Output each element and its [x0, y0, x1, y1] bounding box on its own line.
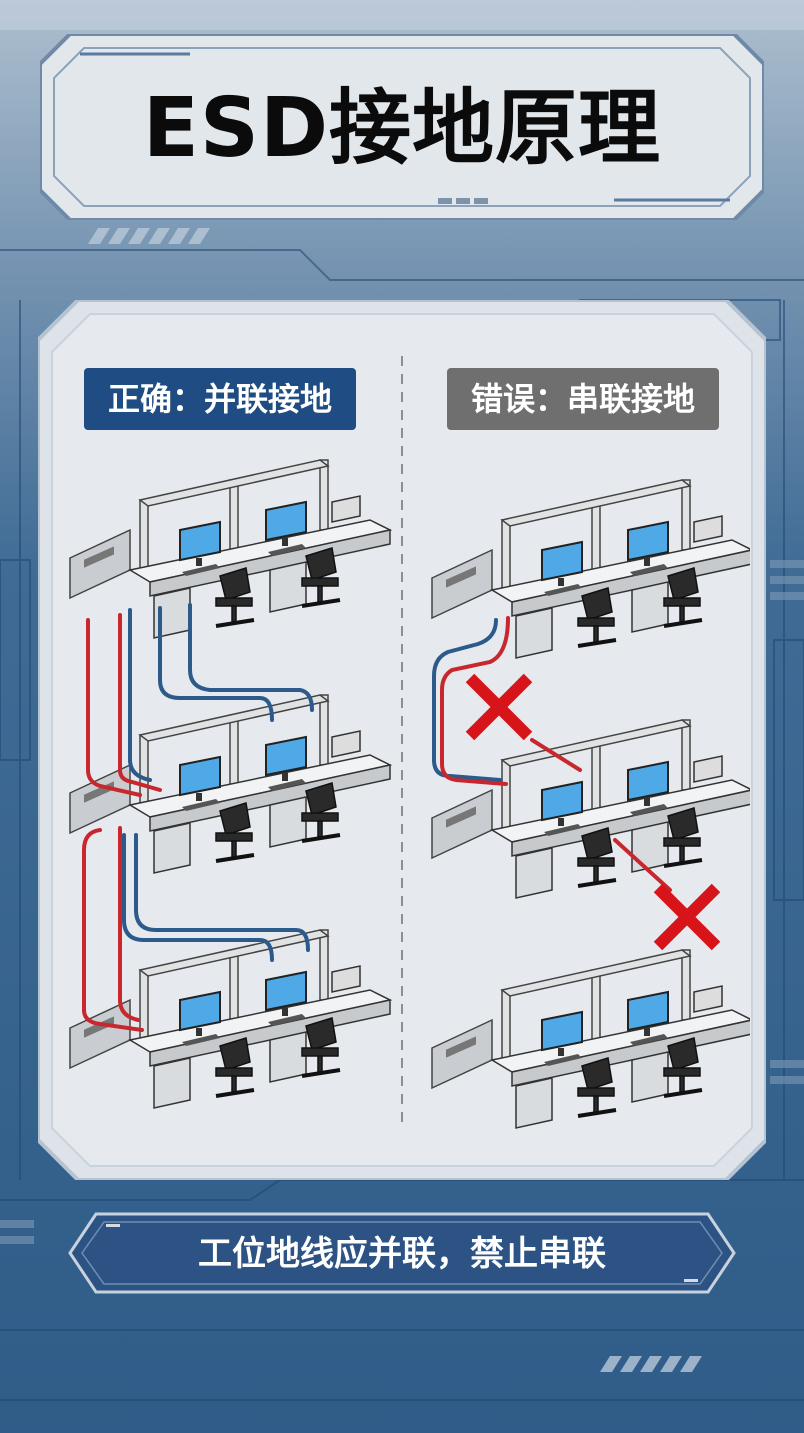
cross-mark-icon	[653, 883, 721, 951]
title-frame	[40, 34, 764, 220]
page-title: ESD接地原理	[142, 81, 662, 176]
correct-label: 正确：并联接地	[84, 368, 356, 430]
wrong-label: 错误：串联接地	[447, 368, 719, 430]
footer-banner	[68, 1212, 736, 1294]
ground-wire	[86, 618, 142, 797]
cross-mark-icon	[465, 673, 533, 741]
grounding-diagram	[68, 458, 750, 1130]
footer-text: 工位地线应并联，禁止串联	[198, 1234, 606, 1274]
